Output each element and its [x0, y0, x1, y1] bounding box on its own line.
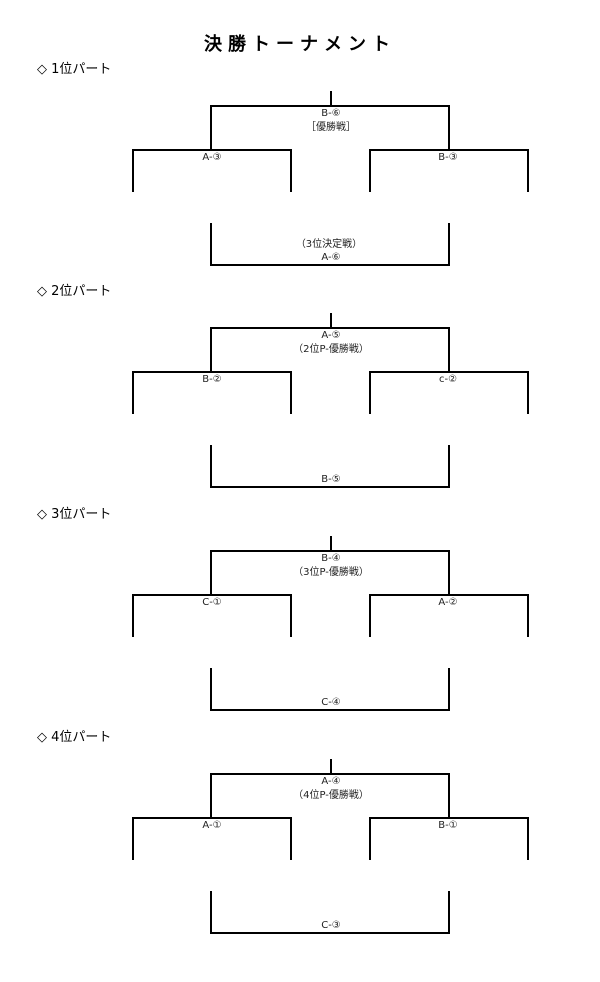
final-note-label: （4位P-優勝戦） [293, 790, 369, 801]
final-left-leg [210, 327, 212, 372]
section-label: ◇ 3位パート [37, 507, 112, 522]
champion-stem [330, 759, 332, 774]
semi-left-bar [132, 371, 292, 373]
semi-left-leg-a [132, 371, 134, 414]
semi-right-leg-a [369, 371, 371, 414]
final-right-leg [448, 327, 450, 372]
semi-left-bar [132, 594, 292, 596]
bracket-section: ◇ 2位パート A-⑤ （2位P-優勝戦） B-② c-② B-⑤ [0, 284, 600, 511]
semi-right-label: c-② [438, 374, 458, 385]
semi-left-leg-b [290, 149, 292, 192]
final-bar [210, 105, 450, 107]
semi-left-label: C-① [202, 597, 222, 608]
third-right-leg [448, 223, 450, 266]
final-right-leg [448, 550, 450, 595]
final-bar [210, 773, 450, 775]
final-right-leg [448, 773, 450, 818]
final-left-leg [210, 550, 212, 595]
semi-left-leg-a [132, 594, 134, 637]
third-bar [210, 709, 450, 711]
section-label: ◇ 1位パート [37, 62, 112, 77]
section-label: ◇ 2位パート [37, 284, 112, 299]
bracket-section: ◇ 4位パート A-④ （4位P-優勝戦） A-① B-① C-③ [0, 730, 600, 957]
third-match-label: C-④ [321, 697, 341, 708]
final-right-leg [448, 105, 450, 150]
semi-right-label: B-① [438, 820, 458, 831]
semi-right-leg-a [369, 594, 371, 637]
semi-right-bar [369, 371, 529, 373]
final-left-leg [210, 773, 212, 818]
semi-left-leg-b [290, 594, 292, 637]
semi-right-leg-a [369, 817, 371, 860]
semi-right-label: A-② [438, 597, 458, 608]
page-title: 決勝トーナメント [204, 34, 396, 55]
final-bar [210, 327, 450, 329]
champion-stem [330, 313, 332, 328]
third-right-leg [448, 668, 450, 711]
third-right-leg [448, 891, 450, 934]
semi-left-leg-b [290, 371, 292, 414]
final-note-label: ［優勝戦］ [306, 122, 356, 133]
third-left-leg [210, 891, 212, 934]
third-right-leg [448, 445, 450, 488]
semi-right-bar [369, 149, 529, 151]
final-match-label: A-⑤ [321, 330, 341, 341]
semi-left-label: A-① [202, 820, 222, 831]
final-note-label: （2位P-優勝戦） [293, 344, 369, 355]
semi-left-label: A-③ [202, 152, 222, 163]
third-match-label: A-⑥ [321, 252, 341, 263]
final-bar [210, 550, 450, 552]
semi-left-leg-b [290, 817, 292, 860]
semi-left-leg-a [132, 817, 134, 860]
section-label: ◇ 4位パート [37, 730, 112, 745]
bracket-section: ◇ 3位パート B-④ （3位P-優勝戦） C-① A-② C-④ [0, 507, 600, 734]
semi-right-bar [369, 817, 529, 819]
semi-right-leg-b [527, 817, 529, 860]
semi-left-bar [132, 149, 292, 151]
semi-right-bar [369, 594, 529, 596]
final-note-label: （3位P-優勝戦） [293, 567, 369, 578]
final-match-label: B-④ [321, 553, 341, 564]
final-match-label: B-⑥ [321, 108, 341, 119]
third-note-label: （3位決定戦） [295, 239, 363, 250]
semi-right-leg-a [369, 149, 371, 192]
semi-left-label: B-② [202, 374, 222, 385]
semi-left-leg-a [132, 149, 134, 192]
third-match-label: B-⑤ [321, 474, 341, 485]
semi-right-label: B-③ [438, 152, 458, 163]
semi-right-leg-b [527, 371, 529, 414]
third-left-leg [210, 223, 212, 266]
final-left-leg [210, 105, 212, 150]
third-bar [210, 486, 450, 488]
champion-stem [330, 536, 332, 551]
semi-right-leg-b [527, 149, 529, 192]
third-left-leg [210, 668, 212, 711]
semi-left-bar [132, 817, 292, 819]
third-bar [210, 264, 450, 266]
third-left-leg [210, 445, 212, 488]
champion-stem [330, 91, 332, 106]
bracket-section: ◇ 1位パート B-⑥ ［優勝戦］ A-③ B-③ （3位決定戦） A-⑥ [0, 62, 600, 289]
final-match-label: A-④ [321, 776, 341, 787]
semi-right-leg-b [527, 594, 529, 637]
third-match-label: C-③ [321, 920, 341, 931]
third-bar [210, 932, 450, 934]
